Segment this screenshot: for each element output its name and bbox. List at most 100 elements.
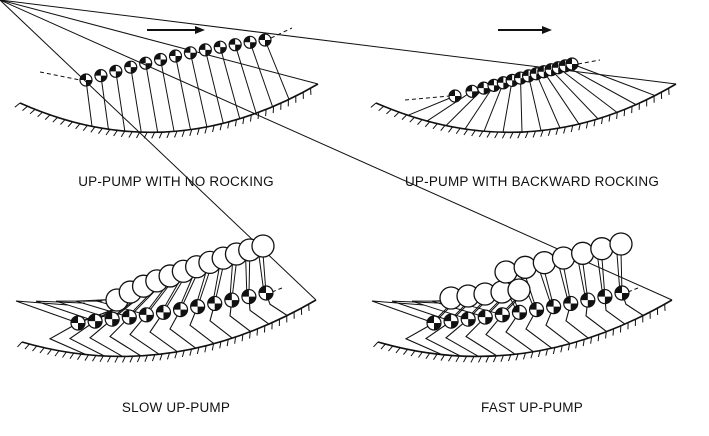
ground-hatch xyxy=(113,130,118,137)
leg-line xyxy=(149,312,178,353)
marker-quadrant xyxy=(259,34,265,40)
ground-hatch xyxy=(507,354,512,362)
ground-hatch xyxy=(0,0,319,85)
center-of-mass-marker xyxy=(511,304,528,320)
marker-quadrant xyxy=(265,40,271,46)
ground-hatch xyxy=(409,117,415,123)
marker-quadrant xyxy=(124,61,131,68)
ground-hatch xyxy=(601,117,603,125)
ground-hatch xyxy=(54,350,60,357)
arm-line xyxy=(371,300,435,324)
ground-hatch xyxy=(219,123,223,131)
trajectory-extension xyxy=(39,71,81,81)
marker-quadrant xyxy=(580,293,588,301)
marker-quadrant xyxy=(224,293,232,301)
ground-hatch xyxy=(62,351,67,358)
ground-hatch xyxy=(69,352,75,359)
head-circle xyxy=(609,232,633,256)
center-of-mass-marker xyxy=(94,69,108,83)
center-of-mass-marker xyxy=(460,311,476,327)
ground-hatch xyxy=(478,130,484,138)
ground-hatch xyxy=(494,131,499,139)
center-of-mass-marker xyxy=(172,302,189,318)
marker-quadrant xyxy=(536,309,544,317)
ground-hatch xyxy=(37,111,43,118)
trajectory-extension xyxy=(577,59,601,65)
ground-hatch xyxy=(24,343,30,350)
marker-quadrant xyxy=(427,316,434,323)
leg-line xyxy=(204,49,224,124)
ground-hatch xyxy=(590,337,593,344)
marker-quadrant xyxy=(115,71,122,78)
ground-hatch xyxy=(242,117,245,125)
center-of-mass-marker xyxy=(243,35,257,49)
leg-line xyxy=(571,63,656,97)
center-of-mass-marker xyxy=(258,33,272,47)
ground-hatch xyxy=(107,356,112,363)
center-of-mass-marker xyxy=(168,49,183,63)
leg-line xyxy=(464,85,495,130)
ground-hatch xyxy=(545,349,549,356)
marker-quadrant xyxy=(139,307,147,315)
marker-quadrant xyxy=(205,49,212,56)
center-of-mass-marker xyxy=(580,292,596,308)
ground-hatch xyxy=(234,119,237,127)
marker-quadrant xyxy=(487,79,494,86)
leg-line xyxy=(520,78,523,133)
marker-quadrant xyxy=(537,65,544,72)
leg-line xyxy=(483,82,504,132)
ground-hatch xyxy=(433,353,438,360)
marker-quadrant xyxy=(572,64,578,70)
ground-hatch xyxy=(98,127,103,135)
center-of-mass-marker xyxy=(563,295,579,312)
ground-hatch xyxy=(597,334,600,342)
marker-quadrant xyxy=(522,69,529,76)
marker-quadrant xyxy=(173,302,181,310)
marker-quadrant xyxy=(519,312,527,320)
ground-hatch xyxy=(166,131,170,139)
ground-hatch xyxy=(463,129,469,136)
center-of-mass-marker xyxy=(546,299,562,315)
leg-line xyxy=(145,63,159,133)
leg-line xyxy=(68,320,105,357)
marker-quadrant xyxy=(231,300,239,308)
leg-line xyxy=(264,39,290,100)
ground-hatch xyxy=(578,123,581,131)
ground-hatch xyxy=(455,127,461,135)
ground-hatch xyxy=(623,109,626,117)
marker-quadrant xyxy=(122,310,130,318)
marker-quadrant xyxy=(169,50,176,56)
ground-hatch xyxy=(410,350,416,357)
leg-line xyxy=(404,322,443,356)
ground-hatch xyxy=(136,131,141,139)
ground-hatch xyxy=(582,339,585,347)
ground-hatch xyxy=(524,131,529,139)
ground-hatch xyxy=(234,337,237,344)
ground-hatch xyxy=(211,343,215,351)
center-of-mass-marker xyxy=(138,307,154,323)
center-of-mass-marker xyxy=(109,64,123,78)
marker-quadrant xyxy=(241,289,249,297)
ground-hatch xyxy=(77,353,82,360)
ground-hatch xyxy=(563,126,566,134)
ground-hatch xyxy=(485,356,490,363)
ground-hatch xyxy=(39,347,45,354)
ground-hatch xyxy=(22,105,28,112)
ground-hatch xyxy=(517,131,521,139)
marker-quadrant xyxy=(506,74,513,81)
ground-hatch xyxy=(395,347,401,354)
ground-hatch xyxy=(373,341,379,348)
ground-hatch xyxy=(440,125,446,131)
leg-line xyxy=(505,312,534,353)
leg-line xyxy=(557,67,618,113)
trajectory-extension xyxy=(627,287,639,293)
ground-hatch xyxy=(522,352,526,360)
marker-quadrant xyxy=(129,317,137,325)
panel-label-slow-up-pump: SLOW UP-PUMP xyxy=(121,400,231,415)
ground-hatch xyxy=(249,331,251,339)
ground-hatch xyxy=(380,343,386,350)
ground-hatch xyxy=(136,355,141,363)
marker-quadrant xyxy=(559,59,566,66)
leg-line xyxy=(48,322,87,356)
ground-hatch xyxy=(174,130,178,138)
